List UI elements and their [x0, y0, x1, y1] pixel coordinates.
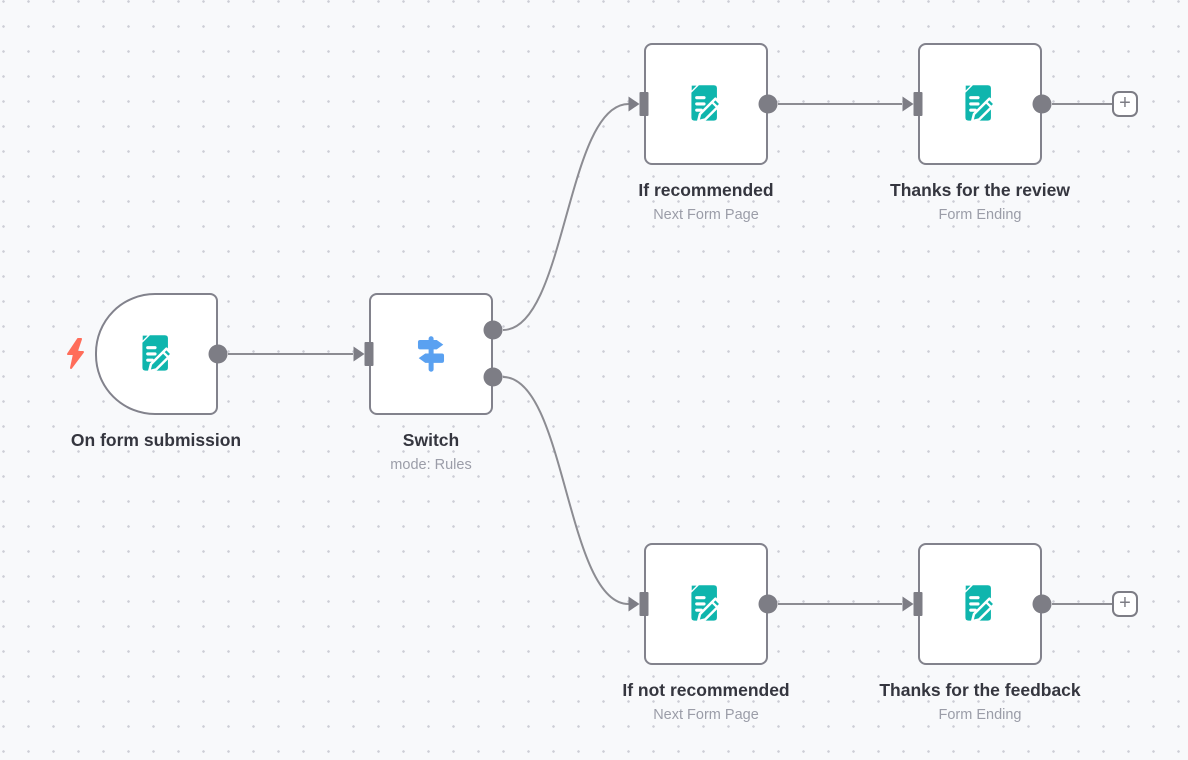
input-arrow-icon [902, 96, 914, 112]
node-subtitle: Form Ending [938, 707, 1022, 724]
add-node-button[interactable]: + [1112, 91, 1138, 117]
node-subtitle: Next Form Page [653, 707, 759, 724]
node-if-not-recommended[interactable] [644, 543, 768, 665]
input-arrow-icon [353, 346, 365, 362]
label-if-not-recommended: If not recommended Next Form Page [546, 680, 866, 724]
node-subtitle: mode: Rules [390, 457, 472, 474]
node-switch[interactable] [369, 293, 493, 415]
node-title: On form submission [70, 430, 242, 450]
label-switch: Switch mode: Rules [271, 430, 591, 474]
form-icon [132, 329, 182, 379]
node-subtitle: Form Ending [938, 207, 1022, 224]
signpost-icon [406, 329, 456, 379]
input-arrow-icon [628, 596, 640, 612]
form-icon [681, 579, 731, 629]
label-on-form-submission: On form submission [0, 430, 316, 450]
label-thanks-for-the-feedback: Thanks for the feedback Form Ending [820, 680, 1140, 724]
form-icon [681, 79, 731, 129]
add-node-button[interactable]: + [1112, 591, 1138, 617]
input-arrow-icon [902, 596, 914, 612]
node-on-form-submission[interactable] [95, 293, 218, 415]
input-arrow-icon [628, 96, 640, 112]
label-if-recommended: If recommended Next Form Page [546, 180, 866, 224]
node-thanks-for-the-review[interactable] [918, 43, 1042, 165]
node-title: Thanks for the feedback [879, 680, 1081, 700]
connection-switch-to-if-not-recommended [502, 376, 629, 605]
node-if-recommended[interactable] [644, 43, 768, 165]
node-subtitle: Next Form Page [653, 207, 759, 224]
form-icon [955, 79, 1005, 129]
label-thanks-for-the-review: Thanks for the review Form Ending [820, 180, 1140, 224]
node-thanks-for-the-feedback[interactable] [918, 543, 1042, 665]
form-icon [955, 579, 1005, 629]
node-title: Switch [402, 430, 460, 450]
node-title: Thanks for the review [890, 180, 1070, 200]
lightning-bolt-icon [67, 338, 84, 369]
node-title: If not recommended [622, 680, 790, 700]
node-title: If recommended [638, 180, 774, 200]
